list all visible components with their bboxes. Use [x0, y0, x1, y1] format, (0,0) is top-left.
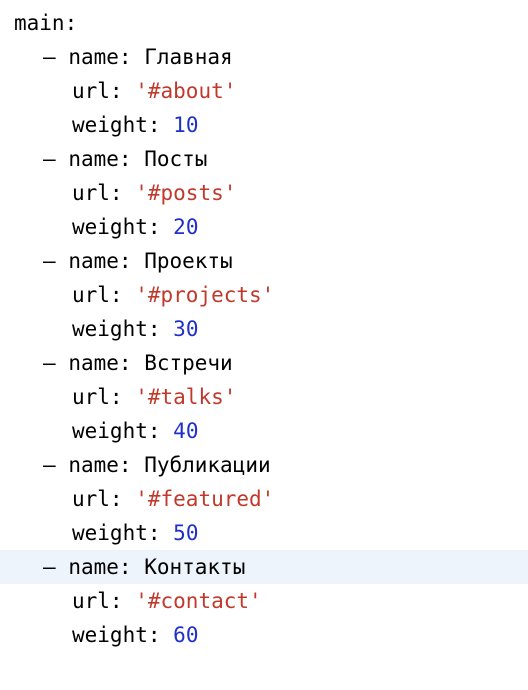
- name-key: name:: [68, 555, 132, 579]
- code-line-name[interactable]: – name: Встречи: [0, 346, 528, 380]
- url-key: url:: [72, 283, 123, 307]
- weight-key: weight:: [72, 113, 161, 137]
- name-key: name:: [68, 249, 132, 273]
- code-line-weight[interactable]: weight: 20: [0, 210, 528, 244]
- code-line-name[interactable]: – name: Публикации: [0, 448, 528, 482]
- code-line-name[interactable]: – name: Проекты: [0, 244, 528, 278]
- weight-key: weight:: [72, 521, 161, 545]
- code-line-root[interactable]: main:: [0, 6, 528, 40]
- name-value: Встречи: [144, 351, 233, 375]
- weight-key: weight:: [72, 215, 161, 239]
- name-key: name:: [68, 351, 132, 375]
- code-editor[interactable]: main: – name: Главная url: '#about' weig…: [0, 6, 528, 652]
- weight-value: 40: [173, 419, 199, 443]
- weight-value: 10: [173, 113, 199, 137]
- url-value: '#featured': [135, 487, 275, 511]
- name-value: Проекты: [144, 249, 233, 273]
- weight-key: weight:: [72, 623, 161, 647]
- name-value: Посты: [144, 147, 208, 171]
- weight-key: weight:: [72, 419, 161, 443]
- name-key: name:: [68, 453, 132, 477]
- root-key: main:: [14, 11, 78, 35]
- url-key: url:: [72, 385, 123, 409]
- code-line-weight[interactable]: weight: 40: [0, 414, 528, 448]
- code-line-url[interactable]: url: '#contact': [0, 584, 528, 618]
- code-line-weight[interactable]: weight: 10: [0, 108, 528, 142]
- list-dash: –: [43, 555, 56, 579]
- code-line-weight[interactable]: weight: 50: [0, 516, 528, 550]
- list-dash: –: [43, 453, 56, 477]
- name-key: name:: [68, 147, 132, 171]
- name-value: Главная: [144, 45, 233, 69]
- weight-key: weight:: [72, 317, 161, 341]
- weight-value: 20: [173, 215, 199, 239]
- url-key: url:: [72, 79, 123, 103]
- code-line-name-current[interactable]: – name: Контакты: [0, 550, 528, 584]
- weight-value: 50: [173, 521, 199, 545]
- code-line-url[interactable]: url: '#featured': [0, 482, 528, 516]
- url-value: '#contact': [135, 589, 262, 613]
- code-line-name[interactable]: – name: Главная: [0, 40, 528, 74]
- code-line-url[interactable]: url: '#about': [0, 74, 528, 108]
- url-key: url:: [72, 589, 123, 613]
- name-key: name:: [68, 45, 132, 69]
- url-key: url:: [72, 181, 123, 205]
- list-dash: –: [43, 45, 56, 69]
- url-value: '#posts': [135, 181, 237, 205]
- list-dash: –: [43, 351, 56, 375]
- code-line-weight[interactable]: weight: 30: [0, 312, 528, 346]
- weight-value: 30: [173, 317, 199, 341]
- code-line-name[interactable]: – name: Посты: [0, 142, 528, 176]
- code-line-url[interactable]: url: '#projects': [0, 278, 528, 312]
- url-value: '#projects': [135, 283, 275, 307]
- name-value: Публикации: [144, 453, 271, 477]
- list-dash: –: [43, 147, 56, 171]
- code-line-url[interactable]: url: '#talks': [0, 380, 528, 414]
- url-value: '#about': [135, 79, 237, 103]
- code-line-weight[interactable]: weight: 60: [0, 618, 528, 652]
- name-value: Контакты: [144, 555, 246, 579]
- url-value: '#talks': [135, 385, 237, 409]
- url-key: url:: [72, 487, 123, 511]
- code-line-url[interactable]: url: '#posts': [0, 176, 528, 210]
- list-dash: –: [43, 249, 56, 273]
- weight-value: 60: [173, 623, 199, 647]
